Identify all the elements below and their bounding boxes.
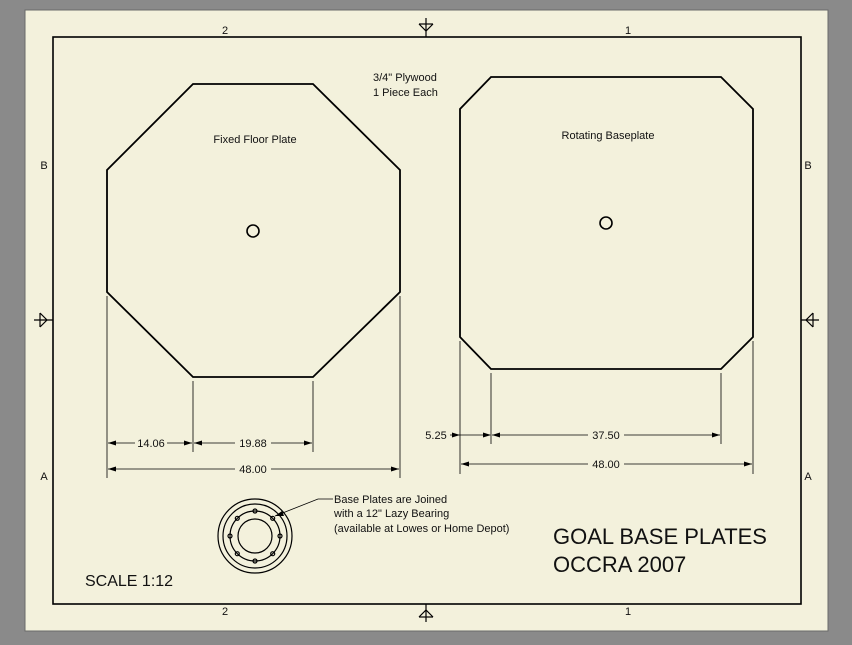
fixed-plate-dim-overall: 48.00 [108,464,399,476]
zone-label-bottom-right: 1 [625,606,631,618]
zone-label-left-b: B [40,160,47,172]
fixed-plate-extension-lines [106,296,401,478]
fixed-plate-dim-flat-value: 19.88 [239,438,267,450]
fixed-plate-dim-corner: 14.06 [108,438,192,450]
fixed-plate-dim-overall-value: 48.00 [239,464,267,476]
rotating-plate-extension-lines [459,341,754,474]
rotating-plate-dim-corner: 5.25 [425,430,491,442]
rotating-plate-dim-flat: 37.50 [492,430,720,442]
material-note-line2: 1 Piece Each [373,87,438,99]
drawing-subtitle: OCCRA 2007 [553,552,686,577]
rotating-plate-label: Rotating Baseplate [562,130,655,142]
zone-label-left-a: A [40,471,48,483]
zone-label-top-left: 2 [222,25,228,37]
rotating-plate-dim-corner-value: 5.25 [425,430,446,442]
bearing-note-line3: (available at Lowes or Home Depot) [334,523,509,535]
bearing-leader [274,498,333,517]
zone-label-right-b: B [804,160,811,172]
bearing-note-line2: with a 12" Lazy Bearing [333,508,449,520]
rotating-plate-dim-flat-value: 37.50 [592,430,620,442]
drawing-title: GOAL BASE PLATES [553,524,767,549]
centering-mark-right [801,312,819,328]
fixed-floor-plate-outline [106,83,401,378]
sheet-paper [24,9,829,632]
centering-mark-top [418,18,434,37]
rotating-plate-center-hole [599,216,613,230]
fixed-plate-dim-corner-value: 14.06 [137,438,165,450]
zone-label-bottom-left: 2 [222,606,228,618]
zone-label-right-a: A [804,471,812,483]
rotating-plate-dim-overall: 48.00 [461,459,752,471]
rotating-baseplate-outline [459,76,754,370]
material-note-line1: 3/4" Plywood [373,72,437,84]
centering-mark-left [34,312,53,328]
zone-label-top-right: 1 [625,25,631,37]
centering-mark-bottom [418,604,434,622]
lazy-bearing-drawing [217,498,293,574]
fixed-plate-label: Fixed Floor Plate [213,134,296,146]
rotating-plate-dim-overall-value: 48.00 [592,459,620,471]
drawing-scale: SCALE 1:12 [85,573,173,590]
fixed-plate-dim-flat: 19.88 [194,438,312,450]
bearing-note-line1: Base Plates are Joined [334,494,447,506]
fixed-plate-center-hole [246,224,260,238]
